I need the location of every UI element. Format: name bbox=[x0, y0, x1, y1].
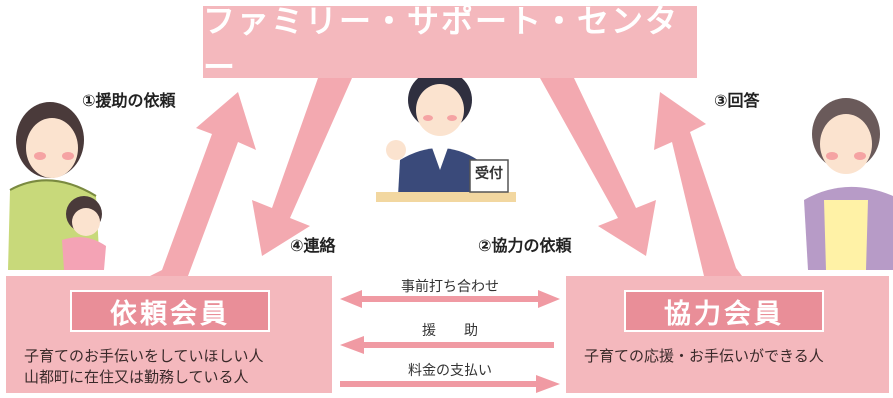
requesting-member-title: 依頼会員 bbox=[70, 290, 270, 332]
page-title: ファミリー・サポート・センター bbox=[203, 2, 680, 86]
cooperating-member-desc-1: 子育ての応援・お手伝いができる人 bbox=[584, 347, 824, 365]
cooperating-member-title: 協力会員 bbox=[624, 290, 824, 332]
flow-arrange-label: 事前打ち合わせ bbox=[401, 279, 499, 295]
requesting-member-box: 依頼会員 子育てのお手伝いをしていほしい人 山都町に在住又は勤務している人 bbox=[6, 276, 332, 393]
requesting-member-desc-1: 子育てのお手伝いをしていほしい人 bbox=[24, 347, 264, 365]
arrow-cooperation-down bbox=[540, 78, 656, 256]
mother-child-illustration bbox=[8, 102, 106, 270]
step-contact-label: ④連絡 bbox=[290, 236, 336, 255]
center-title-box: ファミリー・サポート・センター bbox=[203, 2, 697, 86]
cooperating-member-box: 協力会員 子育ての応援・お手伝いができる人 bbox=[566, 276, 889, 393]
elderly-woman-illustration bbox=[804, 98, 893, 270]
reception-sign: 受付 bbox=[475, 166, 503, 182]
arrow-contact-down bbox=[252, 78, 352, 256]
step-answer-label: ③回答 bbox=[714, 91, 760, 110]
receptionist-illustration bbox=[376, 70, 516, 202]
flow-support-label: 援 助 bbox=[422, 323, 478, 339]
arrow-payment-right bbox=[340, 375, 560, 393]
step-request-label: ①援助の依頼 bbox=[82, 91, 176, 110]
arrow-support-left bbox=[340, 336, 554, 354]
requesting-member-desc-2: 山都町に在住又は勤務している人 bbox=[24, 368, 249, 386]
step-cooperation-label: ②協力の依頼 bbox=[478, 236, 572, 255]
arrow-request-up bbox=[150, 92, 256, 276]
flow-payment-label: 料金の支払い bbox=[408, 363, 492, 379]
arrow-answer-up bbox=[654, 92, 742, 276]
arrow-arrange-double bbox=[340, 290, 560, 308]
